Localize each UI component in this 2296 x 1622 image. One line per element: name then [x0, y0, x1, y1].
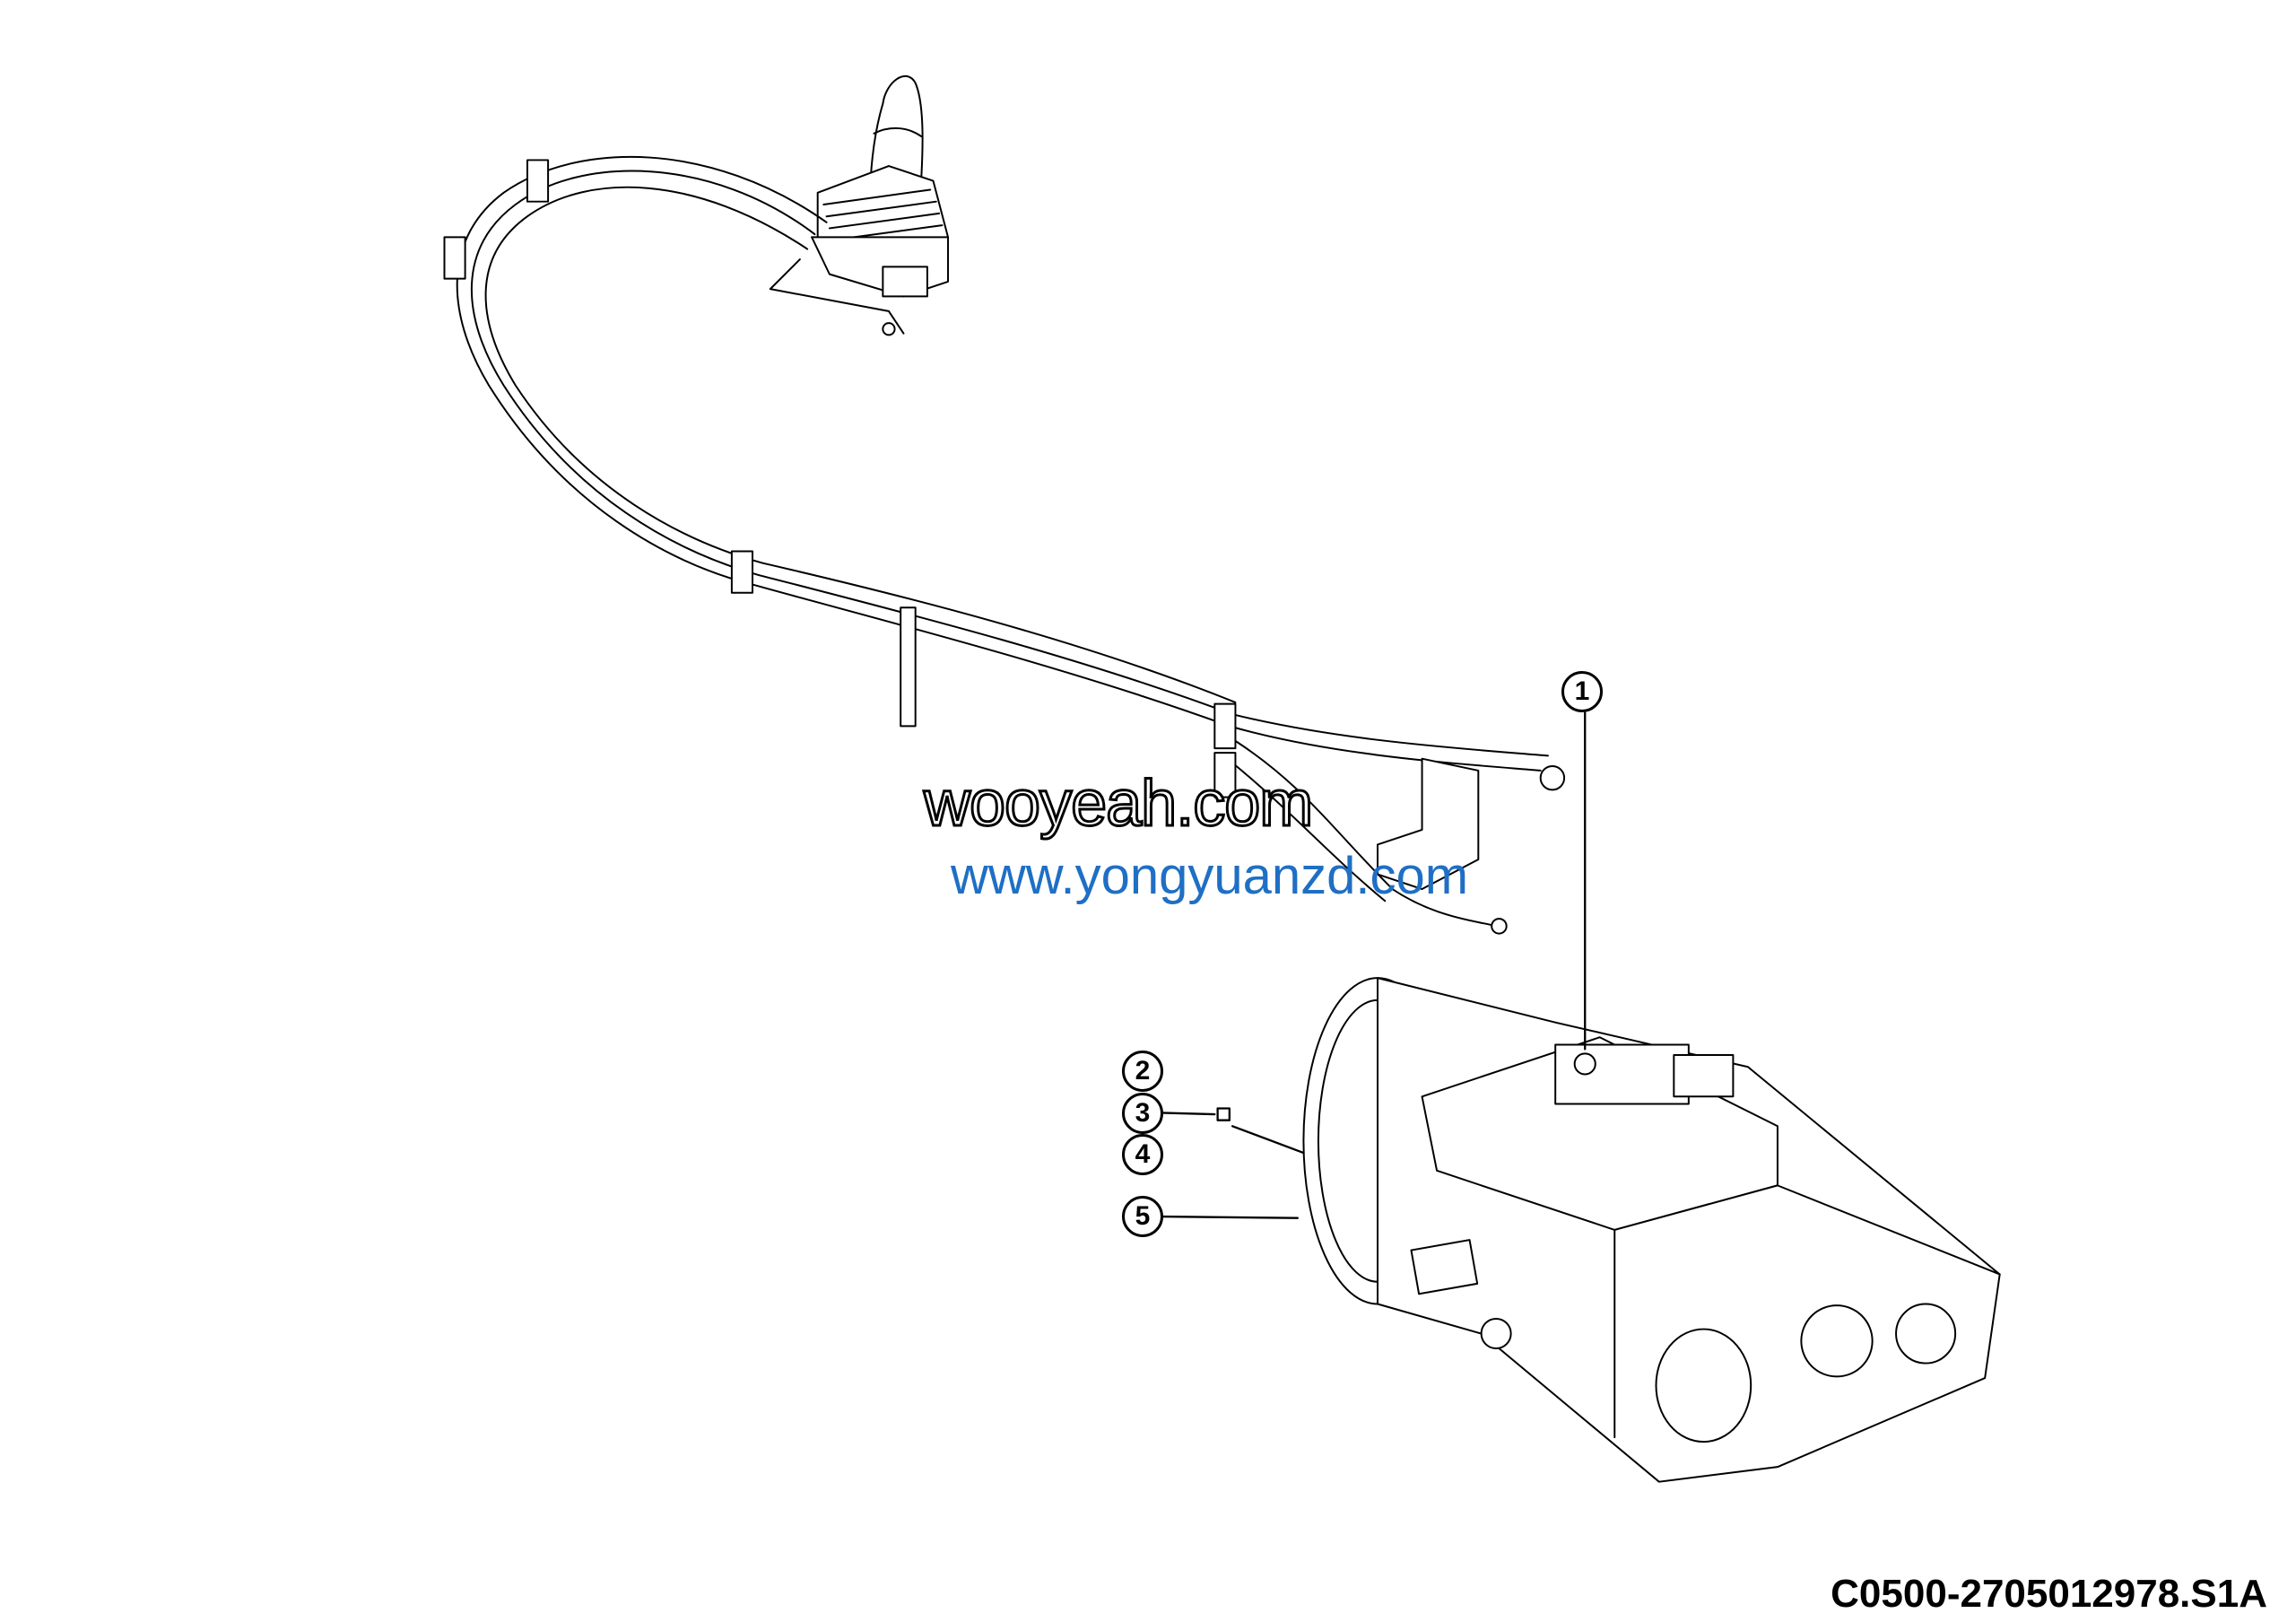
- leader-lines: [1160, 711, 1587, 1219]
- gear-shift-lever: [769, 74, 950, 336]
- cable-brackets: [443, 159, 1566, 935]
- transmission: [1302, 977, 2001, 1483]
- watermark-yongyuanzd: www.yongyuanzd.com: [951, 847, 1469, 905]
- drawing-code: C0500-2705012978.S1A: [1831, 1572, 2267, 1616]
- callout-2: 2: [1122, 1051, 1163, 1092]
- callout-5: 5: [1122, 1196, 1163, 1237]
- callout-4: 4: [1122, 1134, 1163, 1175]
- callout-3: 3: [1122, 1093, 1163, 1134]
- watermark-wooyeah: wooyeah.com: [922, 768, 1314, 840]
- callout-1: 1: [1561, 671, 1603, 712]
